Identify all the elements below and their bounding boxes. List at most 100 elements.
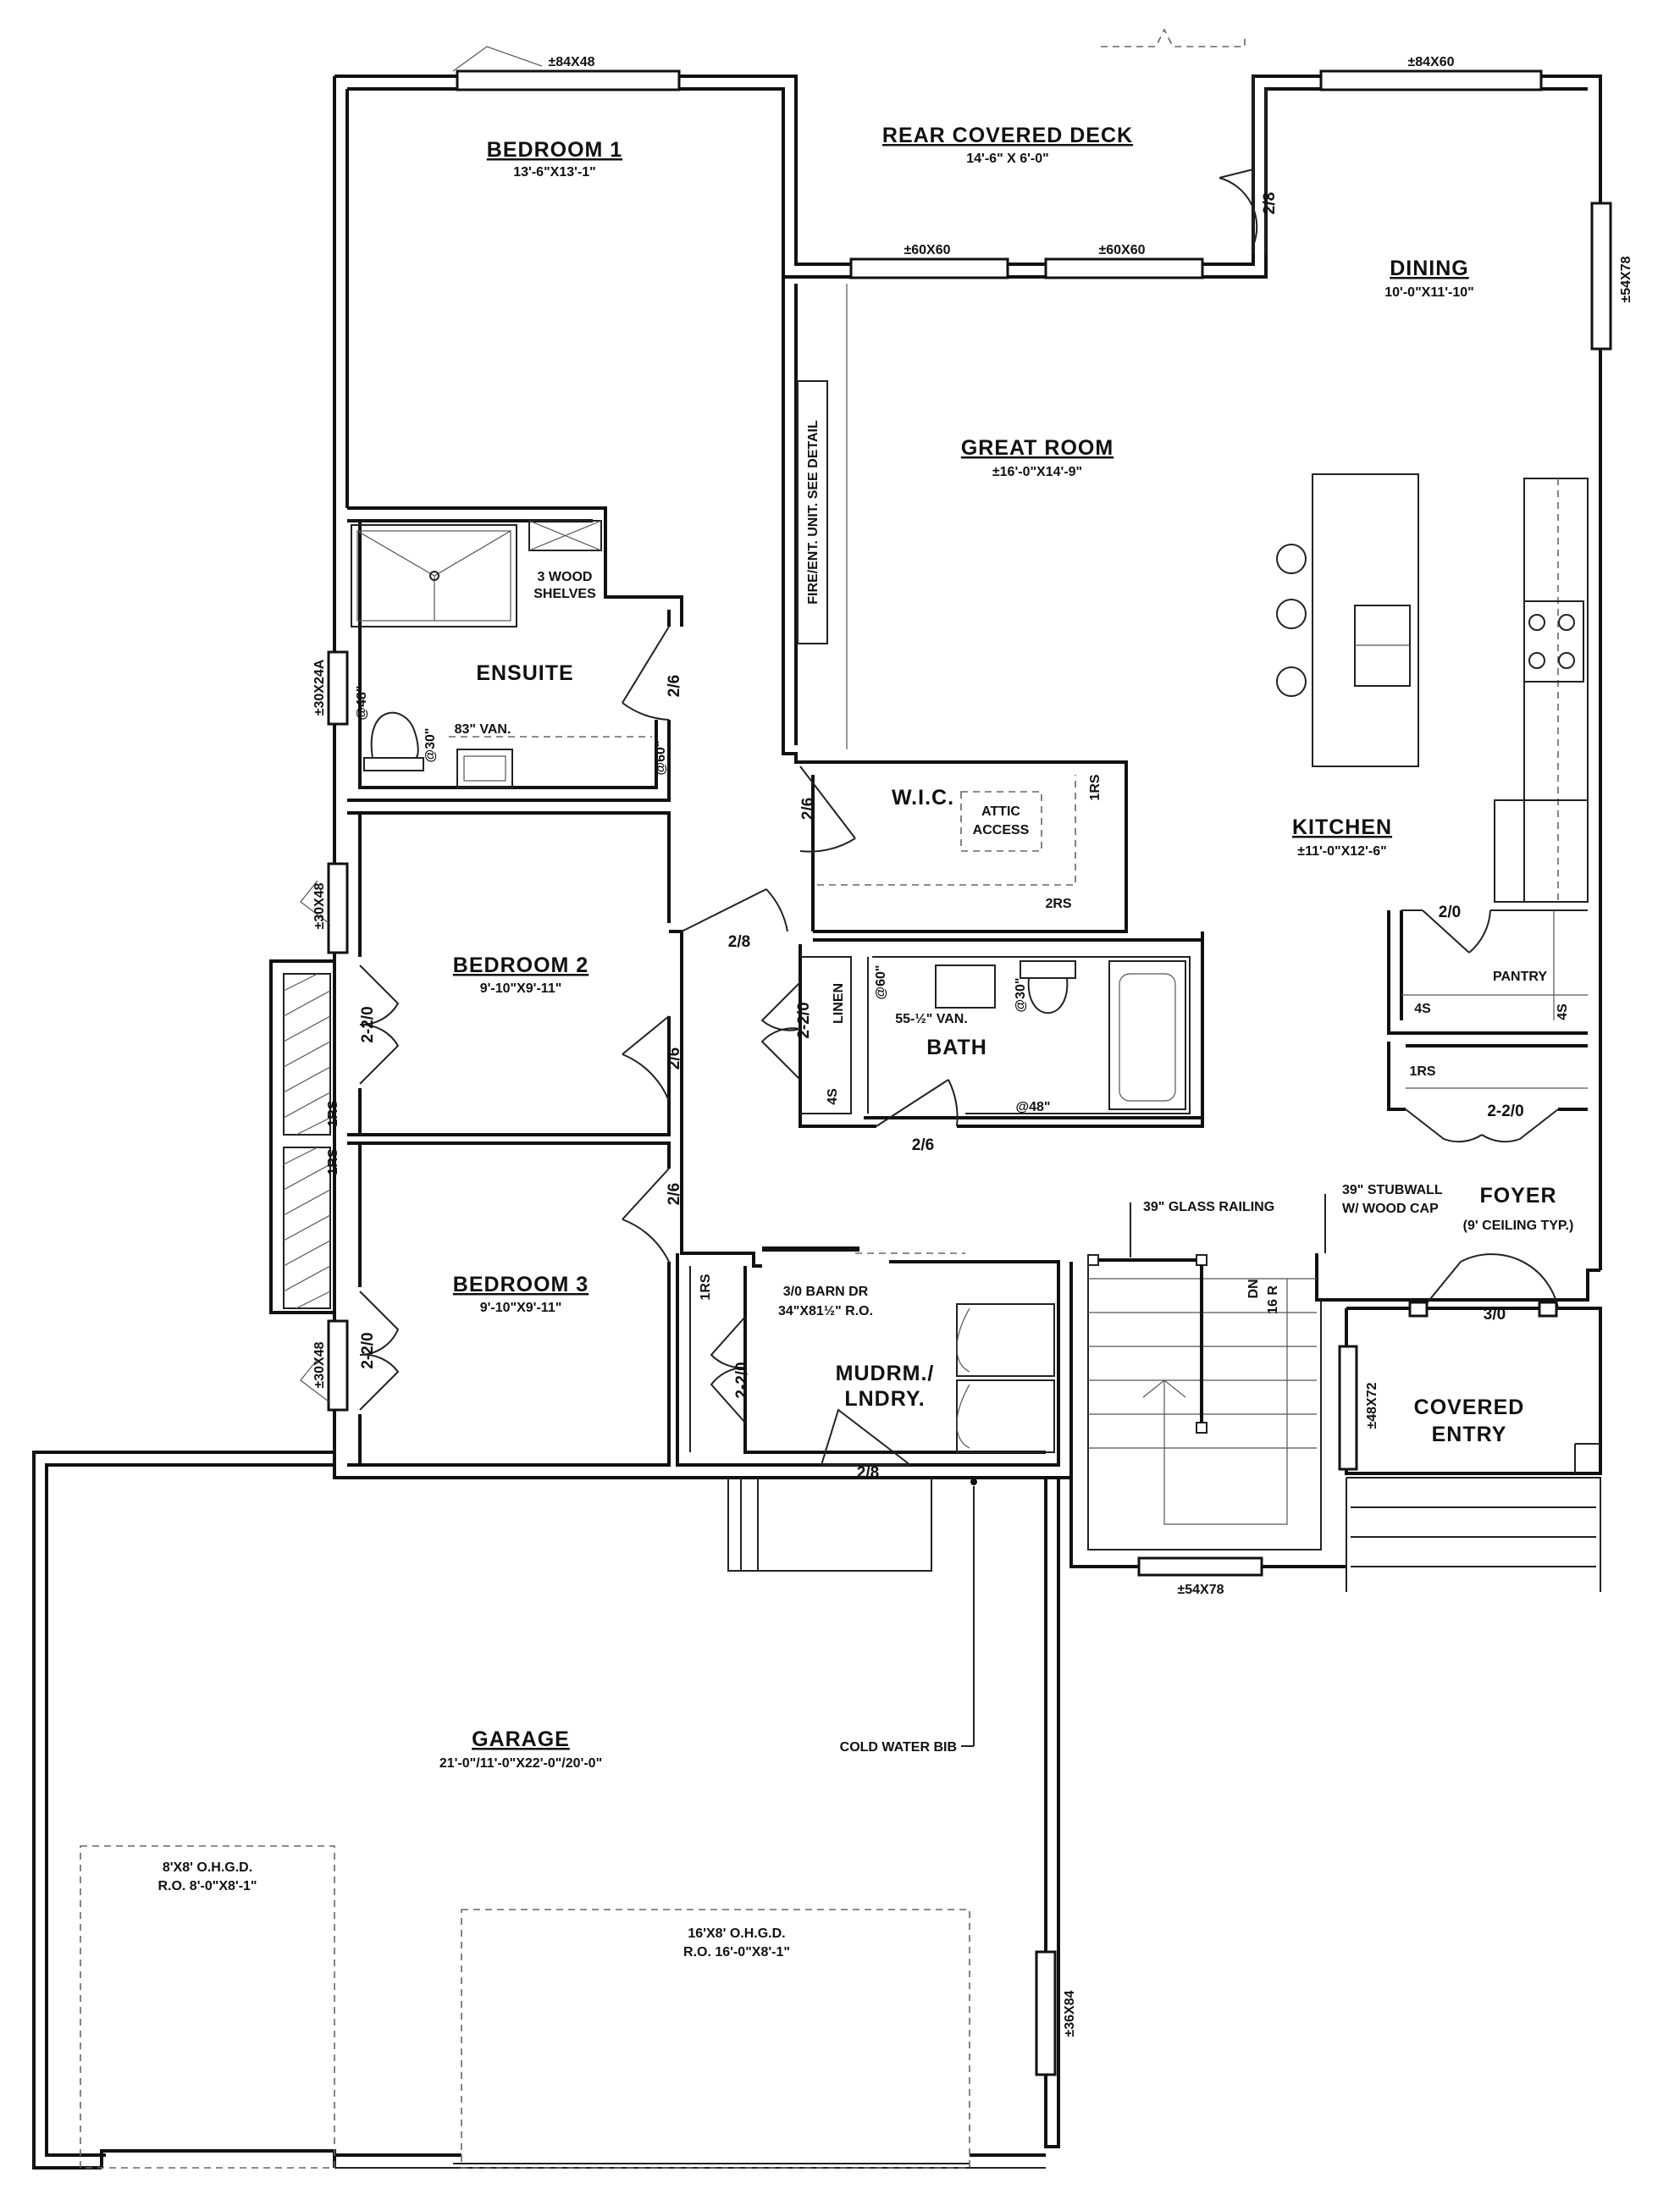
bathtub xyxy=(1108,960,1186,1110)
ohgd-large-label-1: 16'X8' O.H.G.D. xyxy=(688,1926,785,1941)
window-ensuite-label: ±30X24A xyxy=(312,659,327,716)
window-labels: ±84X48 ±84X60 ±60X60 ±60X60 ±54X78 ±30X2… xyxy=(312,55,1633,2037)
cold-water-bib-label: COLD WATER BIB xyxy=(840,1740,957,1755)
ohgd-small-label-1: 8'X8' O.H.G.D. xyxy=(163,1860,252,1875)
wall-bedroom1-inner xyxy=(347,87,1588,279)
ensuite-at48-label: @48" xyxy=(355,686,369,721)
foyer-1rs-label: 1RS xyxy=(1409,1064,1435,1079)
window-bed3-label: ±30X48 xyxy=(312,1341,327,1388)
window-garage xyxy=(1035,1950,1057,2076)
rear-deck-dims: 14'-6" X 6'-0" xyxy=(966,152,1049,166)
wall-linen xyxy=(800,956,852,1114)
bathtub-inner xyxy=(1119,973,1176,1102)
bedroom3-name: BEDROOM 3 xyxy=(453,1273,589,1296)
bath-at48-label: @48" xyxy=(1016,1100,1051,1114)
pantry-4s-right-label: 4S xyxy=(1556,1003,1570,1020)
dining-name: DINING xyxy=(1390,257,1469,280)
window-ensuite xyxy=(327,650,349,726)
door-front-threshold xyxy=(1408,1301,1429,1318)
bed3-1rs-label: 1RS xyxy=(326,1148,340,1175)
bedroom2-dims: 9'-10"X9'-11" xyxy=(480,981,562,996)
mudroom-name-1: MUDRM./ xyxy=(836,1362,935,1385)
wall-bedroom2 xyxy=(347,811,671,1136)
door-ensuite-label: 2/6 xyxy=(666,675,683,697)
fireplace-label: FIRE/ENT. UNIT. SEE DETAIL xyxy=(806,420,821,605)
wall-hall xyxy=(669,930,762,1268)
door-bed2-label: 2/6 xyxy=(666,1047,683,1070)
pantry-name: PANTRY xyxy=(1493,970,1547,984)
bath-name: BATH xyxy=(926,1036,987,1059)
garage-name: GARAGE xyxy=(472,1727,570,1751)
door-deck-label: 2/8 xyxy=(1261,192,1279,214)
bed3-closet-hatch-lines xyxy=(283,1147,331,1309)
shower xyxy=(351,524,517,627)
wall-pantry xyxy=(1387,910,1588,1035)
bedroom3-dims: 9'-10"X9'-11" xyxy=(480,1301,562,1315)
window-gr-1 xyxy=(849,257,1009,279)
window-top-left xyxy=(456,69,681,91)
doors xyxy=(359,169,1559,1466)
fixtures xyxy=(80,46,1589,2169)
wall-ensuite-inner xyxy=(347,519,671,789)
wall-ensuite xyxy=(347,506,683,802)
garage-dims: 21'-0"/11'-0"X22'-0"/20'-0" xyxy=(439,1756,602,1771)
window-entry xyxy=(1338,1345,1358,1471)
wic-1rs-label: 1RS xyxy=(1088,774,1102,800)
great-room-name: GREAT ROOM xyxy=(961,436,1114,460)
door-pantry-label: 2/0 xyxy=(1439,904,1461,921)
bedroom1-dims: 13'-6"X13'-1" xyxy=(513,165,596,180)
bath-toilet xyxy=(1020,960,1076,1014)
misc-labels: 3 WOOD SHELVES FIRE/ENT. UNIT. SEE DETAI… xyxy=(158,420,1570,1959)
door-wic-swing xyxy=(799,766,856,853)
bed3-closet-hatch xyxy=(283,1147,331,1309)
window-dining xyxy=(1590,202,1612,351)
door-ensuite-swing xyxy=(622,626,670,721)
rear-deck-name: REAR COVERED DECK xyxy=(882,124,1133,147)
bath-vanity-label: 55-½" VAN. xyxy=(895,1012,968,1026)
door-deck-swing xyxy=(1219,169,1258,246)
door-mud-garage-swing xyxy=(821,1408,911,1466)
foyer-name: FOYER xyxy=(1479,1184,1556,1208)
door-bath-label: 2/6 xyxy=(912,1136,934,1154)
range xyxy=(1523,600,1584,683)
door-foyer-closet-swing xyxy=(1405,1108,1559,1143)
great-room-dims: ±16'-0"X14'-9" xyxy=(992,465,1082,479)
door-bath-swing xyxy=(876,1079,959,1127)
window-bed2 xyxy=(327,862,349,954)
shower-drain xyxy=(429,571,439,581)
attic-label-1: ATTIC xyxy=(981,804,1020,819)
ensuite-sink xyxy=(456,749,513,788)
door-front-threshold-r xyxy=(1538,1301,1558,1318)
wic-name: W.I.C. xyxy=(892,786,954,810)
wall-garage-bottom xyxy=(100,2149,1046,2168)
wall-wic xyxy=(811,775,1204,1119)
wall-greatroom-left xyxy=(782,277,1128,933)
bed2-closet-hatch-lines xyxy=(283,973,331,1136)
window-dining-label: ±54X78 xyxy=(1619,256,1633,302)
door-pantry-swing xyxy=(1422,909,1491,953)
wall-bedroom1 xyxy=(334,75,1602,1270)
shelves-label-1: 3 WOOD xyxy=(538,570,593,584)
door-bed3-label: 2/6 xyxy=(666,1183,683,1205)
door-linen-label: 2-2/0 xyxy=(795,1002,813,1038)
stair-risers-label: 16 R xyxy=(1266,1285,1280,1314)
entry-post xyxy=(1574,1443,1600,1473)
window-garage-label: ±36X84 xyxy=(1063,1990,1077,2037)
door-front-label: 3/0 xyxy=(1484,1306,1506,1324)
door-hall-label: 2/8 xyxy=(728,933,750,951)
bed2-1rs-label: 1RS xyxy=(326,1100,340,1126)
wall-bath xyxy=(799,940,1204,1128)
window-top-right xyxy=(1319,69,1543,91)
window-sash-marker-2 xyxy=(300,880,329,924)
laundry-curves xyxy=(956,1307,970,1449)
window-bed2-label: ±30X48 xyxy=(312,882,327,929)
kitchen-counter xyxy=(1523,478,1589,903)
ohgd-large-label-2: R.O. 16'-0"X8'-1" xyxy=(683,1945,790,1959)
glass-railing-label: 39" GLASS RAILING xyxy=(1143,1200,1274,1214)
wall-foyer xyxy=(1315,1253,1600,1302)
attic-access-box xyxy=(960,791,1042,852)
window-gr-1-label: ±60X60 xyxy=(904,243,950,257)
wall-entry xyxy=(1345,1307,1602,1475)
stair-dn-label: DN xyxy=(1246,1279,1261,1298)
